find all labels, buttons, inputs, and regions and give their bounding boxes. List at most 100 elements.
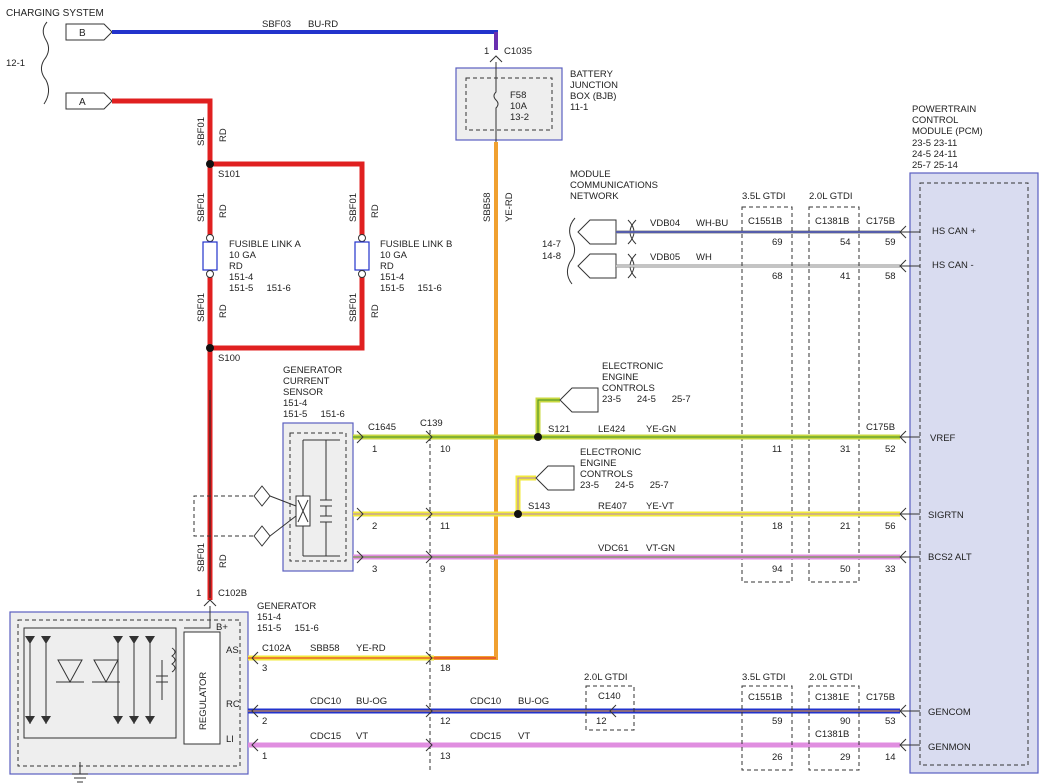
pin-12-c140: 12 — [596, 716, 607, 727]
pin-2-sig: 2 — [372, 521, 377, 532]
splice-s121 — [534, 433, 542, 441]
generator-bplus-stub — [184, 606, 211, 629]
wire-le424-circuit: LE424 — [598, 424, 625, 435]
fusible-link-b-line-2: 10 GA — [380, 250, 408, 261]
fusible-link-a-line-1: FUSIBLE LINK A — [229, 239, 301, 250]
rectifier-diodes-icon — [23, 627, 177, 739]
generator-ground-icon — [72, 762, 88, 783]
pin-59-gen: 59 — [772, 716, 783, 727]
engine-20-top: 2.0L GTDI — [809, 191, 852, 202]
pcm-pin-sigrtn: SIGRTN — [928, 510, 964, 521]
wire-re407-circuit: RE407 — [598, 501, 627, 512]
pin-26: 26 — [772, 752, 783, 763]
sensor-arrow-bcs — [356, 550, 364, 564]
pin-54: 54 — [840, 237, 851, 248]
pin-3-as: 3 — [262, 663, 267, 674]
c1035-label: C1035 — [504, 46, 532, 57]
wire-sbf01-right-b-color: RD — [370, 304, 381, 318]
splice-s143 — [514, 510, 522, 518]
pin-69: 69 — [772, 237, 783, 248]
wire-sbf01-top-color: RD — [218, 128, 229, 142]
connector-c1551b-gen: C1551B — [748, 692, 782, 703]
pin-13: 13 — [440, 751, 451, 762]
pcm-title-2: CONTROL — [912, 115, 958, 126]
wire-cdc15-b-circuit: CDC15 — [470, 731, 501, 742]
wire-cdc10-b-circuit: CDC10 — [470, 696, 501, 707]
fusible-link-a-icon — [202, 234, 218, 278]
fusible-link-a-line-3: RD — [229, 261, 243, 272]
pin-21: 21 — [840, 521, 851, 532]
wire-cdc15-a-circuit: CDC15 — [310, 731, 341, 742]
pin-29: 29 — [840, 752, 851, 763]
sensor-dashed-loop — [193, 495, 260, 537]
wire-cdc10-a-color: BU-OG — [356, 696, 387, 707]
sensor-arrow-vref — [356, 430, 364, 444]
generator-line-1: GENERATOR — [257, 601, 316, 612]
connector-c175b-gen: C175B — [866, 692, 895, 703]
pin-12-rc: 12 — [440, 716, 451, 727]
pin-53: 53 — [885, 716, 896, 727]
fusible-link-a-line-5: 151-5 151-6 — [229, 283, 291, 294]
wire-sbf01-bottom-color: RD — [218, 554, 229, 568]
sensor-line-4: 151-4 — [283, 398, 307, 409]
wire-sbf01-right-b-circuit: SBF01 — [348, 293, 359, 322]
engine-35-top: 3.5L GTDI — [742, 191, 785, 202]
mcn-ref-1: 14-7 — [542, 239, 561, 250]
terminal-as: AS — [226, 645, 239, 656]
can-minus-connector-icon — [577, 253, 617, 279]
engine-35-bot: 3.5L GTDI — [742, 672, 785, 683]
page-ref: 12-1 — [6, 58, 25, 69]
wire-vdb04-circuit: VDB04 — [650, 218, 680, 229]
pin-68: 68 — [772, 271, 783, 282]
connector-c140-group — [585, 685, 635, 731]
pin-58: 58 — [885, 271, 896, 282]
terminal-rc: RC — [226, 699, 240, 710]
pin-56: 56 — [885, 521, 896, 532]
wire-vdc61-color: VT-GN — [646, 543, 675, 554]
generator-line-3: 151-5 151-6 — [257, 623, 319, 634]
can-twist-icon — [627, 219, 637, 279]
wire-vdb05-circuit: VDB05 — [650, 252, 680, 263]
sensor-diamond-bottom — [253, 525, 271, 547]
connector-c1645: C1645 — [368, 422, 396, 433]
splice-s100-label: S100 — [218, 353, 240, 364]
pin-1-li: 1 — [262, 751, 267, 762]
wire-sbf03 — [112, 30, 498, 50]
connector-c1381b-can: C1381B — [815, 216, 849, 227]
generator-line-2: 151-4 — [257, 612, 281, 623]
wire-sbf03-circuit: SBF03 — [262, 19, 291, 30]
c139-arrows — [425, 430, 433, 752]
pin-11-vref: 11 — [772, 444, 782, 455]
connector-c140: C140 — [598, 691, 621, 702]
pin-18-as: 18 — [440, 663, 451, 674]
wire-cdc15-b-color: VT — [518, 731, 530, 742]
wire-cdc15-a-color: VT — [356, 731, 368, 742]
mcn-title-1: MODULE — [570, 169, 611, 180]
pin-18-sig: 18 — [772, 521, 783, 532]
eec-upper-line-2: ENGINE — [602, 372, 638, 383]
eec-lower-line-4: 23-5 24-5 25-7 — [580, 480, 669, 491]
fusible-link-b-line-5: 151-5 151-6 — [380, 283, 442, 294]
wire-cdc10-a-circuit: CDC10 — [310, 696, 341, 707]
connector-c175b-can: C175B — [866, 216, 895, 227]
pin-33: 33 — [885, 564, 896, 575]
sensor-line-3: SENSOR — [283, 387, 323, 398]
wire-sbf03-color: BU-RD — [308, 19, 338, 30]
pin-90: 90 — [840, 716, 851, 727]
terminal-bplus: B+ — [216, 622, 228, 633]
offpage-bracket — [40, 21, 50, 105]
fusible-link-b-line-4: 151-4 — [380, 272, 404, 283]
c102b-arrow — [203, 599, 217, 607]
bjb-box — [455, 67, 563, 141]
fuse-f58-icon — [493, 62, 499, 142]
splice-s143-label: S143 — [528, 501, 550, 512]
regulator-label: REGULATOR — [198, 672, 209, 730]
pcm-pin-hs-can-plus: HS CAN + — [932, 226, 977, 237]
offpage-connector-a — [65, 92, 113, 110]
wire-cdc10-b-color: BU-OG — [518, 696, 549, 707]
fusible-link-a-line-2: 10 GA — [229, 250, 257, 261]
fusible-link-b-line-1: FUSIBLE LINK B — [380, 239, 452, 250]
pin-10: 10 — [440, 444, 451, 455]
sensor-arrow-sig — [356, 507, 364, 521]
offpage-connector-a-label: A — [79, 97, 86, 108]
